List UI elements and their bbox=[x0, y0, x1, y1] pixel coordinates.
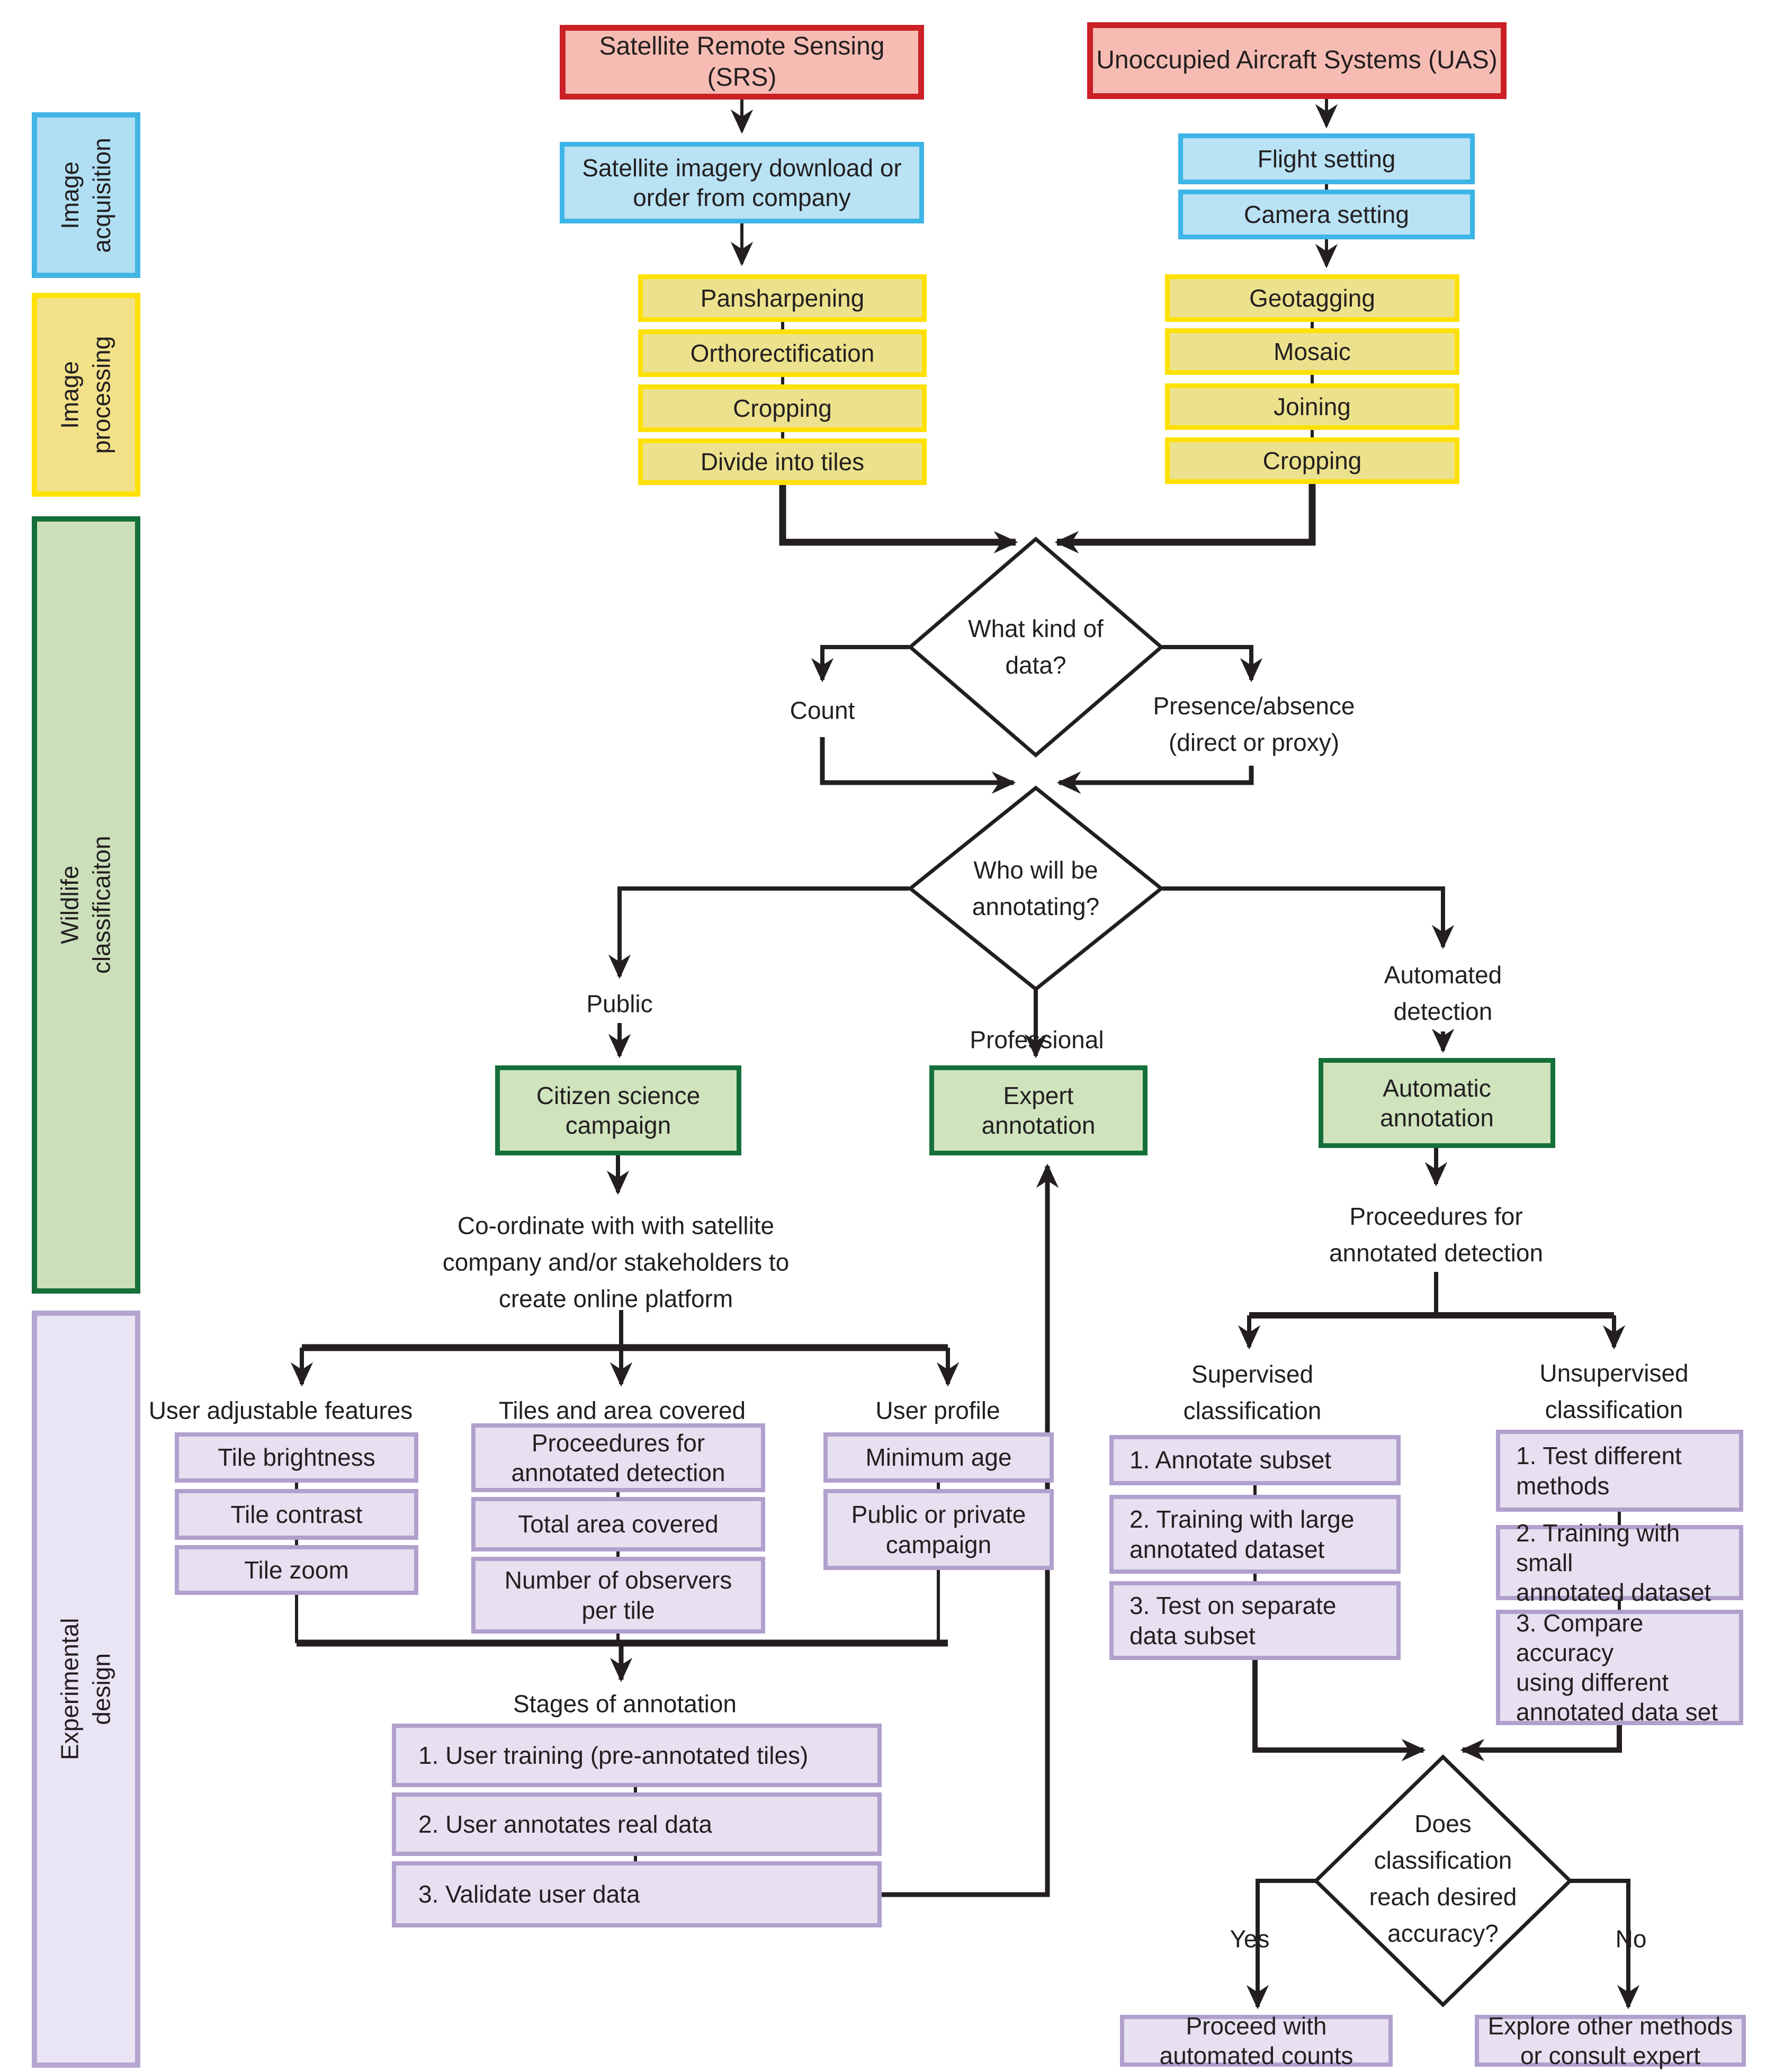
node-automatic-annotation: Automatic annotation bbox=[1319, 1058, 1555, 1148]
label-presence-absence: Presence/absence (direct or proxy) bbox=[1153, 692, 1355, 756]
sidebar-image-acquisition: Image acquisition bbox=[32, 112, 140, 278]
node-orthorectification: Orthorectification bbox=[638, 329, 927, 377]
label-no: No bbox=[1615, 1925, 1647, 1953]
node-tile-contrast: Tile contrast bbox=[175, 1489, 418, 1540]
heading-stages-of-annotation: Stages of annotation bbox=[513, 1690, 737, 1718]
node-cropping-uas: Cropping bbox=[1165, 437, 1459, 484]
node-srs: Satellite Remote Sensing (SRS) bbox=[560, 25, 924, 100]
sidebar-image-acquisition-label: Image acquisition bbox=[56, 137, 115, 253]
heading-user-profile: User profile bbox=[875, 1396, 1000, 1424]
sidebar-wildlife-classification-label: Wildlife classificaiton bbox=[56, 836, 115, 974]
label-public: Public bbox=[586, 990, 653, 1018]
heading-user-adjustable-features: User adjustable features bbox=[148, 1396, 413, 1424]
label-automated-detection: Automated detection bbox=[1384, 961, 1502, 1025]
node-divide-into-tiles: Divide into tiles bbox=[638, 438, 927, 485]
node-uas: Unoccupied Aircraft Systems (UAS) bbox=[1087, 22, 1507, 99]
node-user-training: 1. User training (pre-annotated tiles) bbox=[392, 1724, 882, 1787]
label-professional: Professional bbox=[970, 1026, 1104, 1054]
heading-tiles-area-covered: Tiles and area covered bbox=[498, 1396, 746, 1424]
label-count: Count bbox=[790, 696, 855, 724]
node-satellite-imagery: Satellite imagery download or order from… bbox=[560, 142, 924, 223]
node-expert-annotation: Expert annotation bbox=[929, 1065, 1148, 1155]
heading-supervised-classification: Supervised classification bbox=[1183, 1360, 1322, 1424]
node-annotate-subset: 1. Annotate subset bbox=[1109, 1435, 1401, 1485]
decision-data-kind: What kind of data? bbox=[968, 615, 1104, 679]
node-training-small-dataset: 2. Training with small annotated dataset bbox=[1496, 1519, 1743, 1606]
node-camera-setting: Camera setting bbox=[1178, 190, 1475, 239]
node-compare-accuracy: 3. Compare accuracy using different anno… bbox=[1496, 1609, 1743, 1726]
sidebar-experimental-design: Experimental design bbox=[32, 1311, 140, 2068]
node-tile-zoom: Tile zoom bbox=[175, 1545, 418, 1595]
sidebar-wildlife-classification: Wildlife classificaiton bbox=[32, 516, 140, 1294]
node-citizen-science: Citizen science campaign bbox=[495, 1065, 741, 1155]
node-tile-brightness: Tile brightness bbox=[175, 1432, 418, 1483]
node-validate-user-data: 3. Validate user data bbox=[392, 1861, 882, 1927]
sidebar-image-processing-label: Image processing bbox=[56, 336, 115, 454]
node-mosaic: Mosaic bbox=[1165, 328, 1459, 375]
node-test-different-methods: 1. Test different methods bbox=[1496, 1430, 1743, 1512]
node-pansharpening: Pansharpening bbox=[638, 274, 927, 322]
decision-accuracy: Does classification reach desired accura… bbox=[1369, 1810, 1517, 1947]
node-training-large-dataset: 2. Training with large annotated dataset bbox=[1109, 1495, 1401, 1574]
node-total-area-covered: Total area covered bbox=[471, 1497, 765, 1551]
node-explore-other-methods: Explore other methods or consult expert bbox=[1475, 2012, 1746, 2069]
node-joining: Joining bbox=[1165, 383, 1459, 430]
label-yes: Yes bbox=[1230, 1925, 1270, 1953]
node-minimum-age: Minimum age bbox=[823, 1432, 1054, 1483]
node-cropping-srs: Cropping bbox=[638, 384, 927, 432]
node-user-annotates: 2. User annotates real data bbox=[392, 1792, 882, 1856]
node-proceed-automated-counts: Proceed with automated counts bbox=[1120, 2012, 1393, 2069]
sidebar-experimental-design-label: Experimental design bbox=[56, 1618, 115, 1761]
heading-unsupervised-classification: Unsupervised classification bbox=[1539, 1359, 1689, 1423]
node-public-private-campaign: Public or private campaign bbox=[823, 1489, 1054, 1570]
node-flight-setting: Flight setting bbox=[1178, 133, 1475, 184]
node-procedures-annotated-detection: Proceedures for annotated detection bbox=[471, 1423, 765, 1492]
sidebar-image-processing: Image processing bbox=[32, 293, 140, 497]
decision-annotator: Who will be annotating? bbox=[972, 856, 1100, 920]
node-geotagging: Geotagging bbox=[1165, 274, 1459, 322]
node-observers-per-tile: Number of observers per tile bbox=[471, 1557, 765, 1634]
note-procedures-annotated-detection: Proceedures for annotated detection bbox=[1329, 1203, 1544, 1267]
node-test-separate-subset: 3. Test on separate data subset bbox=[1109, 1581, 1401, 1660]
note-coordinate-platform: Co-ordinate with with satellite company … bbox=[442, 1212, 790, 1313]
